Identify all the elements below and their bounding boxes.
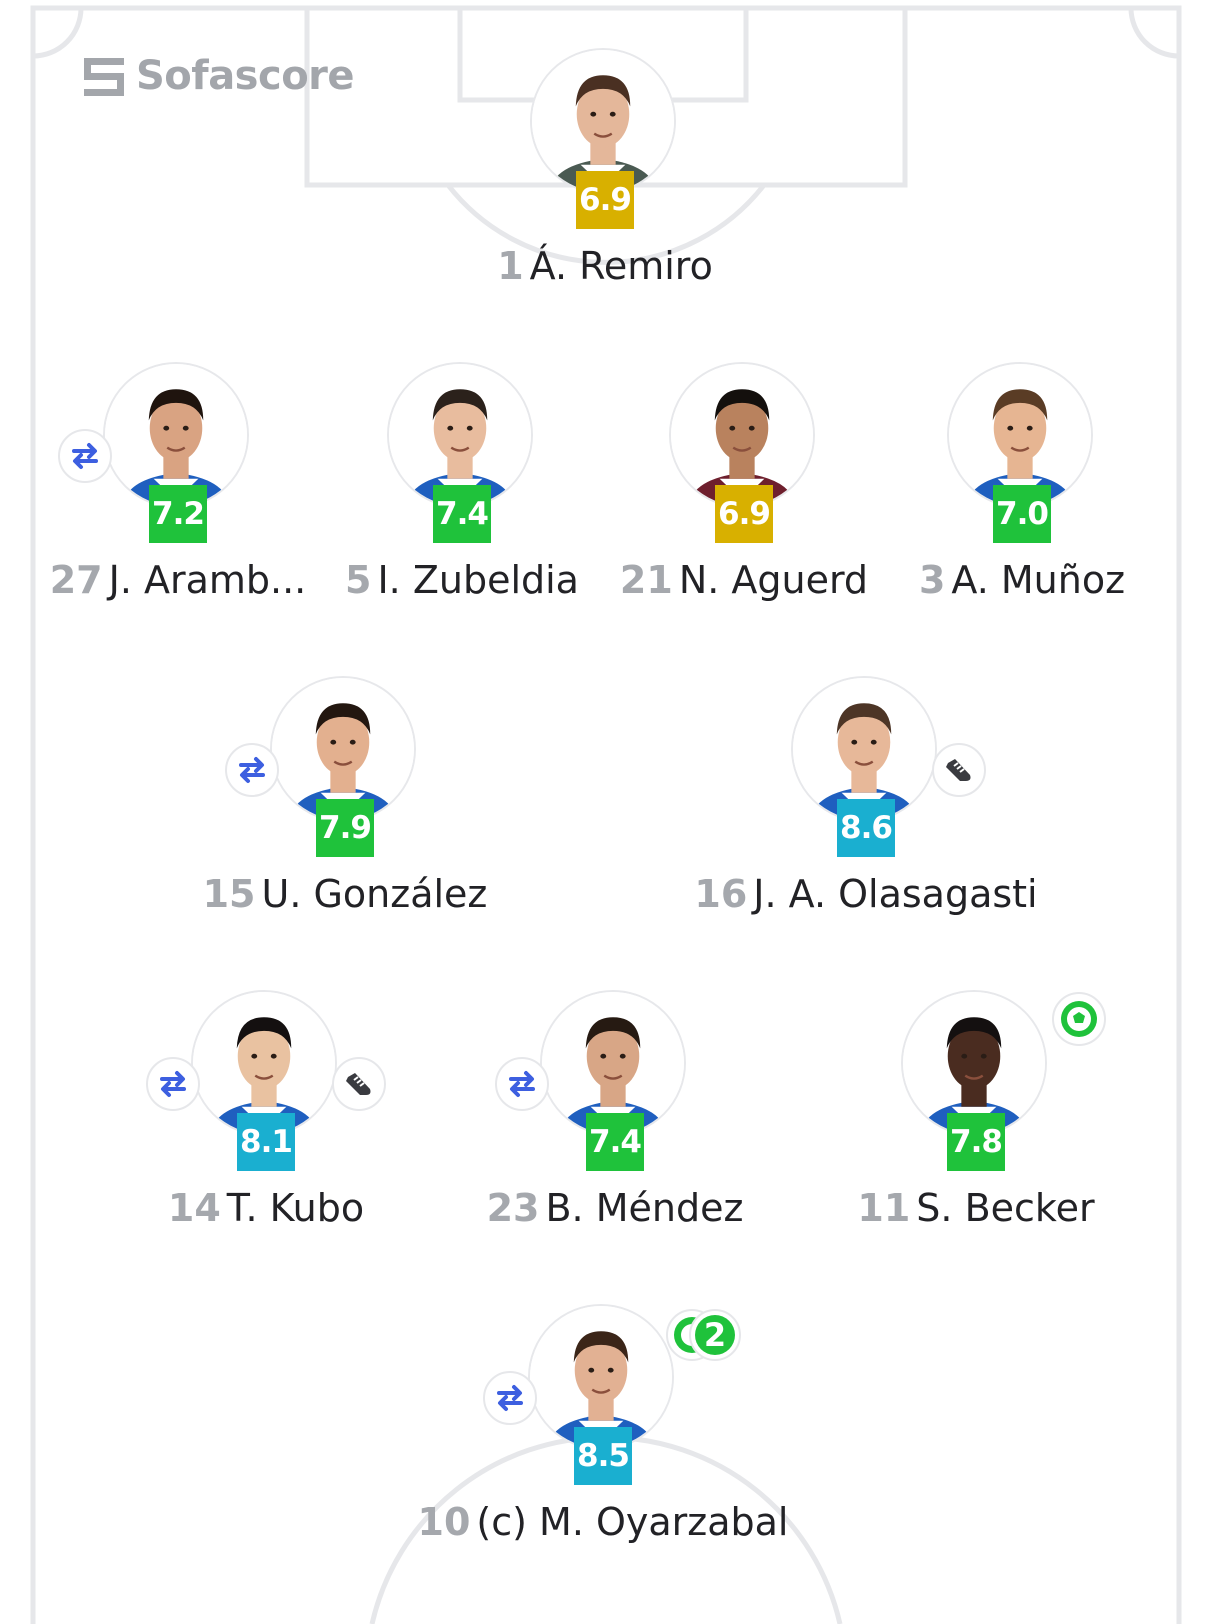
assist-boot-icon <box>932 743 986 797</box>
player-avatar <box>791 676 937 822</box>
player-avatar <box>530 48 676 194</box>
sofascore-logo-icon <box>84 58 124 96</box>
player-avatar <box>270 676 416 822</box>
player-rating-badge: 7.4 <box>433 485 491 543</box>
goal-ball-icon: 2 <box>665 1308 749 1362</box>
player-number: 11 <box>857 1186 911 1230</box>
player-name: Á. Remiro <box>529 244 713 288</box>
player-name: J. Aramb... <box>108 558 307 602</box>
player-name: (c) M. Oyarzabal <box>476 1500 789 1544</box>
substitution-icon <box>483 1371 537 1425</box>
assist-boot-icon <box>332 1057 386 1111</box>
goal-ball-icon <box>1052 992 1106 1046</box>
player-name: N. Aguerd <box>678 558 869 602</box>
player-rating-badge: 7.4 <box>586 1113 644 1171</box>
substitution-icon <box>225 743 279 797</box>
player-avatar <box>103 362 249 508</box>
player-number: 16 <box>694 872 748 916</box>
player-name: A. Muñoz <box>951 558 1126 602</box>
player-rating-badge: 6.9 <box>715 485 773 543</box>
player-number: 23 <box>486 1186 540 1230</box>
player-number: 3 <box>918 558 946 602</box>
sofascore-logo: Sofascore <box>84 53 355 99</box>
player-rating-badge: 8.1 <box>237 1113 295 1171</box>
substitution-icon <box>58 429 112 483</box>
player-avatar <box>191 990 337 1136</box>
goal-count: 2 <box>703 1316 727 1354</box>
player-rating-badge: 8.6 <box>837 799 895 857</box>
substitution-icon <box>146 1057 200 1111</box>
player-number: 10 <box>417 1500 471 1544</box>
player-name: B. Méndez <box>545 1186 744 1230</box>
player-rating-badge: 8.5 <box>574 1427 632 1485</box>
player-rating-badge: 7.8 <box>947 1113 1005 1171</box>
player-number: 14 <box>167 1186 221 1230</box>
player-number: 5 <box>345 558 372 602</box>
player-card[interactable]: 8.5 10(c) M. Oyarzabal 2 <box>418 1304 788 1564</box>
player-number: 15 <box>202 872 256 916</box>
player-avatar <box>947 362 1093 508</box>
player-number: 1 <box>497 244 524 288</box>
player-name: S. Becker <box>916 1186 1095 1230</box>
player-label: 10(c) M. Oyarzabal <box>393 1500 813 1544</box>
player-rating-badge: 7.0 <box>993 485 1051 543</box>
sofascore-logo-text: Sofascore <box>136 53 355 99</box>
player-name: U. González <box>261 872 488 916</box>
player-rating-badge: 7.9 <box>316 799 374 857</box>
substitution-icon <box>495 1057 549 1111</box>
player-number: 21 <box>619 558 673 602</box>
player-rating-badge: 7.2 <box>149 485 207 543</box>
player-name: J. A. Olasagasti <box>753 872 1038 916</box>
player-name: I. Zubeldia <box>377 558 579 602</box>
player-number: 27 <box>49 558 103 602</box>
player-name: T. Kubo <box>226 1186 365 1230</box>
player-rating-badge: 6.9 <box>576 171 634 229</box>
